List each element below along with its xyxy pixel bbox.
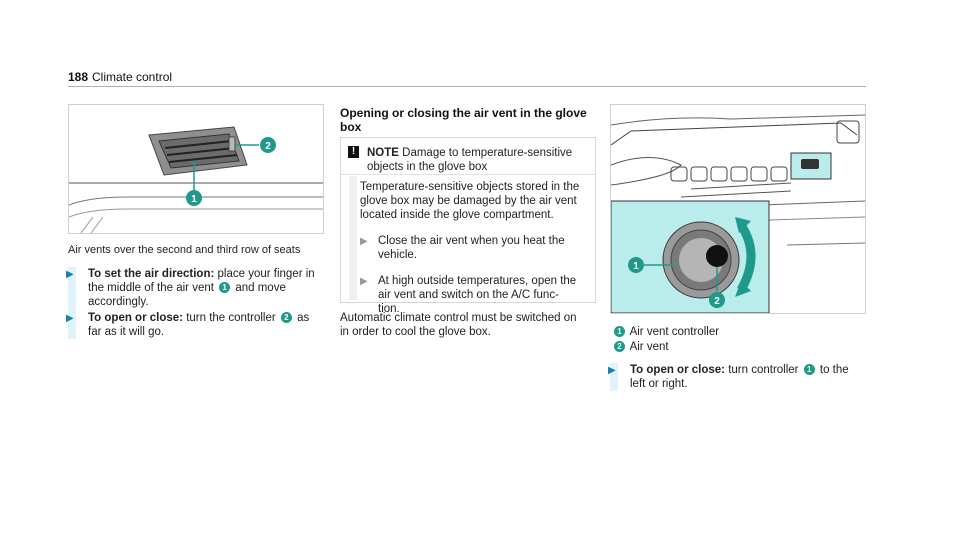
note-label: NOTE: [367, 147, 399, 159]
section-heading: Opening or closing the air vent in the g…: [340, 106, 587, 134]
step-arrow-icon: ▶: [608, 365, 616, 376]
step-arrow-icon: ▶: [66, 269, 74, 280]
body-paragraph: Automatic climate control must be switch…: [340, 312, 577, 338]
step-arrow-icon: ▶: [66, 313, 74, 324]
step-set-air-direction: ▶ To set the air direction: place your f…: [66, 267, 328, 317]
ref-badge: 2: [280, 312, 292, 323]
note-step-open: ▶ At high outside temperatures, open the…: [360, 275, 577, 315]
header-rule: [68, 86, 866, 87]
callout-2: 2: [265, 141, 271, 152]
warning-icon: !: [348, 146, 359, 158]
step-label: To open or close:: [88, 312, 183, 324]
note-step-close: ▶ Close the air vent when you heat the v…: [360, 235, 565, 261]
callout-1: 1: [191, 194, 197, 205]
page-title: Climate control: [92, 70, 173, 84]
ref-badge: 1: [219, 282, 231, 293]
page-number: 188: [68, 70, 89, 84]
callout-1: 1: [633, 261, 639, 272]
figure-caption: Air vents over the second and third row …: [68, 244, 301, 256]
callout-2: 2: [714, 296, 720, 307]
legend-item: 2 Air vent: [612, 340, 719, 354]
rear-vent-illustration: 1 2: [69, 126, 323, 233]
note-box: ! NOTE Damage to temperature-sensitive o…: [340, 137, 596, 315]
figure-legend: 1 Air vent controller 2 Air vent: [612, 325, 719, 354]
step-label: To open or close:: [630, 364, 725, 376]
step-arrow-icon: ▶: [360, 236, 368, 247]
legend-item: 1 Air vent controller: [612, 325, 719, 339]
ref-badge: 1: [803, 364, 815, 375]
step-arrow-icon: ▶: [360, 276, 368, 287]
note-body: Temperature-sensitive objects stored in …: [360, 180, 588, 316]
figure-rear-air-vents: 1 2: [68, 104, 324, 234]
step-open-close-glovebox: ▶ To open or close: turn controller 1 to…: [608, 363, 849, 391]
glovebox-vent-illustration: 1 2: [611, 105, 865, 313]
step-label: To set the air direction:: [88, 268, 215, 280]
step-open-close-controller: ▶ To open or close: turn the controller …: [66, 311, 310, 339]
figure-glovebox-vent: 1 2: [610, 104, 866, 314]
